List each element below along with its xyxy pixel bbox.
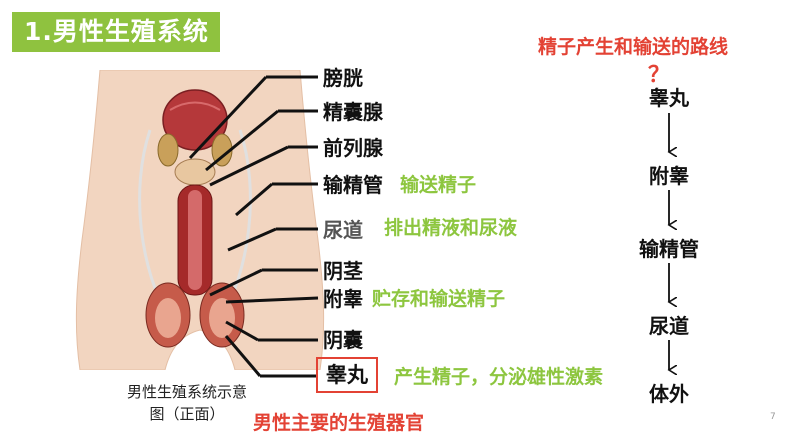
- route-step-epididymis: 附睾: [649, 164, 689, 188]
- section-title: 1.男性生殖系统: [12, 12, 220, 52]
- label-seminal-vesicle: 精囊腺: [323, 100, 383, 124]
- figure-caption-line1: 男性生殖系统示意: [126, 383, 247, 401]
- label-prostate: 前列腺: [323, 136, 383, 160]
- label-bladder: 膀胱: [323, 66, 363, 90]
- figure-caption-line2: 图（正面）: [149, 405, 225, 423]
- function-vas-deferens: 输送精子: [400, 174, 477, 196]
- page-number: 7: [770, 412, 776, 422]
- route-title: 精子产生和输送的路线: [538, 36, 729, 58]
- route-step-urethra: 尿道: [649, 314, 689, 338]
- label-urethra: 尿道: [323, 218, 363, 242]
- main-organ-note: 男性主要的生殖器官: [253, 412, 425, 434]
- label-penis: 阴茎: [323, 259, 363, 283]
- route-step-vas-deferens: 输精管: [639, 237, 699, 261]
- label-testis: 睾丸: [316, 357, 378, 393]
- label-vas-deferens: 输精管: [323, 173, 383, 197]
- function-urethra: 排出精液和尿液: [384, 217, 518, 239]
- label-epididymis: 附睾: [323, 287, 363, 311]
- route-step-outside: 体外: [649, 382, 689, 406]
- route-step-testis: 睾丸: [649, 86, 689, 110]
- function-epididymis: 贮存和输送精子: [372, 288, 506, 310]
- question-mark: ？: [648, 63, 671, 88]
- label-scrotum: 阴囊: [323, 328, 363, 352]
- function-testis: 产生精子，分泌雄性激素: [394, 366, 604, 388]
